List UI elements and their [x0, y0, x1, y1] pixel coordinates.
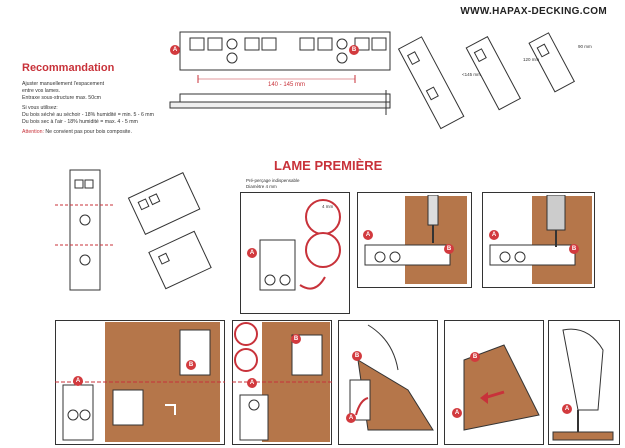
dimension-90: 90 mm [578, 44, 592, 49]
step4-badge-b: B [186, 360, 196, 370]
step-note-predrill: Pré-perçage indispensable [246, 178, 300, 183]
step4-badge-a: A [73, 376, 83, 386]
step4-clip-illustration [55, 329, 225, 441]
dimension-145: <145 mm [462, 72, 481, 77]
step3-badge-b: B [569, 244, 579, 254]
step7-badge-a: A [452, 408, 462, 418]
label-a-badge: A [170, 45, 180, 55]
step7-badge-b: B [470, 352, 480, 362]
clip-top-view [169, 31, 391, 115]
step3-badge-a: A [489, 230, 499, 240]
reco-line1: Ajuster manuellement l'espacement [22, 81, 105, 87]
step6-hand-illustration [349, 324, 434, 431]
reco-line6: Du bois sec à l'air - 18% humidité = max… [22, 119, 138, 125]
reco-line5: Du bois séché au séchoir - 18% humidité … [22, 112, 154, 118]
step2-badge-b: B [444, 244, 454, 254]
attention-text: Ne convient pas pour bois composite. [45, 129, 132, 135]
drill-size-label: 4 mm [322, 204, 334, 209]
spacing-dimension: 140 - 145 mm [268, 82, 306, 88]
step5-badge-a: A [247, 378, 257, 388]
step8-badge-a: A [562, 404, 572, 414]
step7-board-illustration [463, 344, 540, 431]
attention-label: Attention: [22, 129, 44, 135]
step2-drill-illustration [364, 195, 451, 266]
reco-line2: entre vos lames. [22, 88, 61, 94]
step-note-diameter: Diamètre 4 mm [246, 184, 277, 189]
step6-badge-a: A [346, 413, 356, 423]
step3-drill-illustration [489, 195, 576, 266]
website-url: WWW.HAPAX-DECKING.COM [460, 6, 607, 17]
step5-badge-b: B [291, 334, 301, 344]
dimension-120: 120 mm [523, 57, 540, 62]
clip-cut-diagram [55, 169, 212, 291]
step8-screwdriver-illustration [552, 328, 614, 441]
section-title: LAME PREMIÈRE [274, 158, 383, 173]
step2-badge-a: A [363, 230, 373, 240]
step1-badge-a: A [247, 248, 257, 258]
recommendation-title: Recommandation [22, 62, 115, 74]
reco-line3: Entraxe sous-structure max. 50cm [22, 95, 101, 101]
clip-profiles-diagram [397, 32, 576, 130]
label-b-badge: B [349, 45, 359, 55]
step1-clip-illustration [259, 199, 341, 291]
step5-screw-illustration [232, 322, 332, 441]
reco-line4: Si vous utilisez: [22, 105, 58, 111]
step6-badge-b: B [352, 351, 362, 361]
